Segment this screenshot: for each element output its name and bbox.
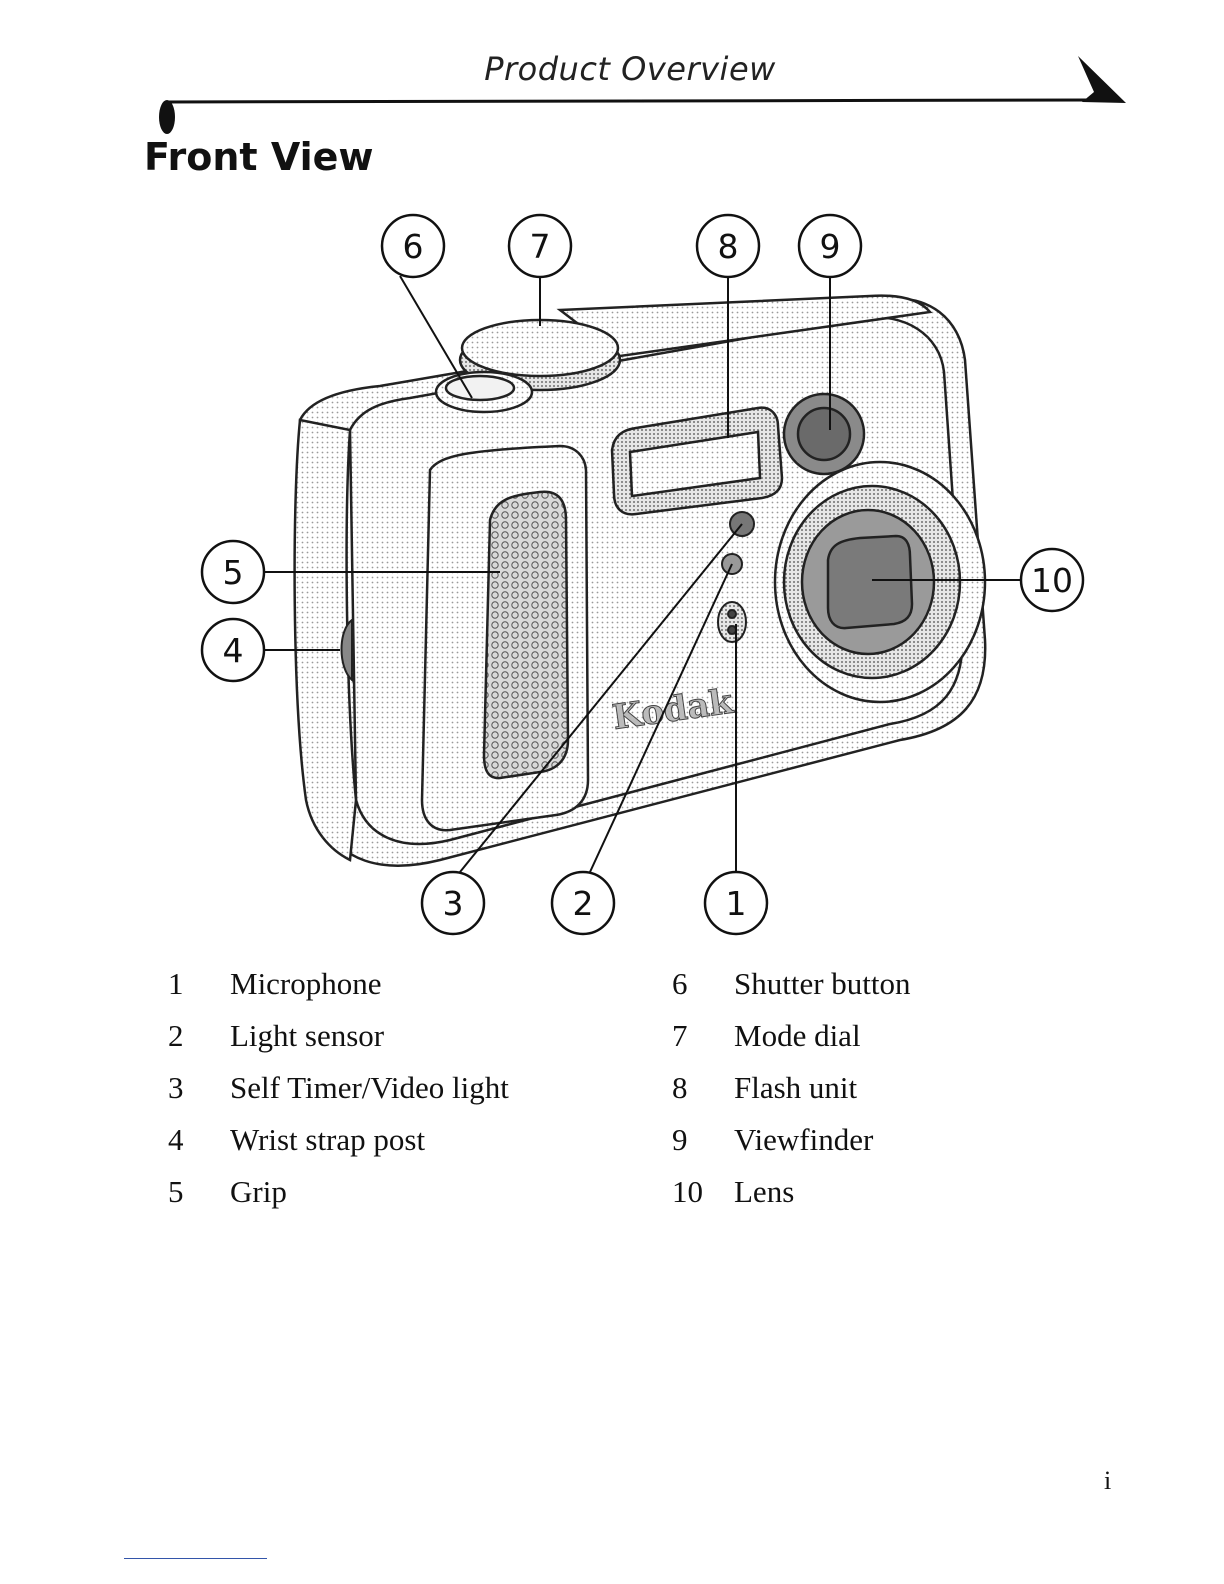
legend-label: Wrist strap post: [230, 1122, 425, 1158]
callout-5: 5: [202, 541, 264, 603]
legend-label: Flash unit: [734, 1070, 857, 1106]
legend-number: 4: [168, 1122, 184, 1158]
legend-label: Self Timer/Video light: [230, 1070, 509, 1106]
svg-text:6: 6: [403, 227, 424, 266]
shutter-button-graphic: [436, 372, 532, 412]
legend-number: 5: [168, 1174, 184, 1210]
page-number: i: [1104, 1466, 1111, 1496]
lens-graphic: [775, 462, 985, 702]
grip-graphic: [422, 446, 588, 830]
legend-number: 9: [672, 1122, 688, 1158]
svg-text:4: 4: [223, 631, 244, 670]
callout-2: 2: [552, 872, 614, 934]
svg-text:8: 8: [718, 227, 739, 266]
footer-rule: [124, 1558, 267, 1559]
svg-text:2: 2: [573, 884, 594, 923]
svg-text:7: 7: [530, 227, 551, 266]
legend-label: Lens: [734, 1174, 794, 1210]
legend-right: 6 Shutter button 7 Mode dial 8 Flash unit 9…: [672, 966, 1092, 1226]
callout-6: 6: [382, 215, 444, 277]
svg-text:1: 1: [726, 884, 747, 923]
svg-text:10: 10: [1031, 561, 1073, 600]
legend-number: 3: [168, 1070, 184, 1106]
callout-8: 8: [697, 215, 759, 277]
legend-label: Grip: [230, 1174, 287, 1210]
callout-7: 7: [509, 215, 571, 277]
legend-number: 10: [672, 1174, 703, 1210]
legend-label: Mode dial: [734, 1018, 861, 1054]
legend-number: 8: [672, 1070, 688, 1106]
legend-label: Shutter button: [734, 966, 911, 1002]
svg-text:5: 5: [223, 553, 244, 592]
legend-label: Microphone: [230, 966, 382, 1002]
camera-front-view-figure: Kodak 6 7 8 9 10 5 4 3 2 1: [0, 0, 1224, 960]
legend-number: 2: [168, 1018, 184, 1054]
legend-left: 1 Microphone 2 Light sensor 3 Self Timer/Vi…: [168, 966, 628, 1226]
svg-text:3: 3: [443, 884, 464, 923]
legend-label: Light sensor: [230, 1018, 384, 1054]
viewfinder-graphic: [784, 394, 864, 474]
callout-4: 4: [202, 619, 264, 681]
callout-10: 10: [1021, 549, 1083, 611]
legend-label: Viewfinder: [734, 1122, 873, 1158]
legend-number: 1: [168, 966, 184, 1002]
legend-number: 6: [672, 966, 688, 1002]
callout-9: 9: [799, 215, 861, 277]
callout-3: 3: [422, 872, 484, 934]
legend-number: 7: [672, 1018, 688, 1054]
svg-text:9: 9: [820, 227, 841, 266]
callout-1: 1: [705, 872, 767, 934]
